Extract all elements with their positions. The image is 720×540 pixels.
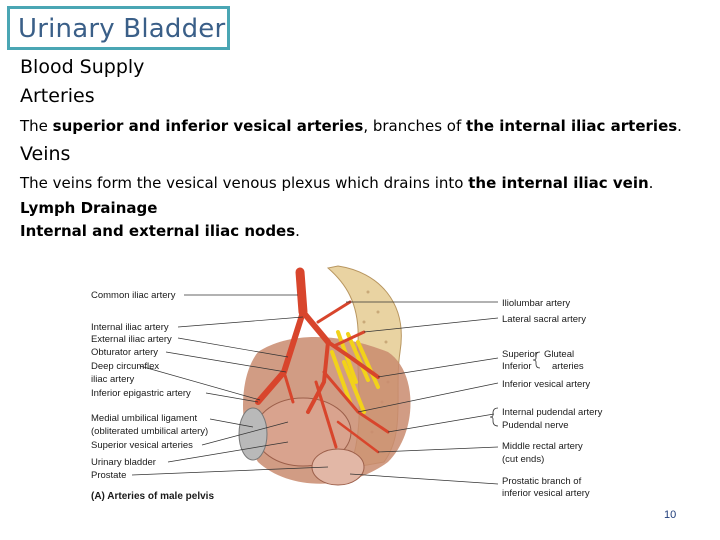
label-middle-rectal-artery: Middle rectal artery	[502, 441, 583, 452]
lymph-text-post: .	[295, 222, 300, 240]
label-inferior-vesical-artery: Inferior vesical artery	[502, 379, 590, 390]
label-gluteal: Gluteal	[544, 349, 574, 360]
label-prostate: Prostate	[91, 470, 126, 481]
arteries-text-mid: , branches of	[363, 117, 467, 135]
left-leader-lines	[131, 294, 329, 476]
arteries-paragraph: The superior and inferior vesical arteri…	[20, 117, 682, 135]
gluteal-bracket	[532, 351, 541, 369]
label-superior: Superior	[502, 349, 538, 360]
veins-heading: Veins	[20, 143, 71, 165]
lymph-heading: Lymph Drainage	[20, 199, 158, 217]
veins-paragraph: The veins form the vesical venous plexus…	[20, 174, 653, 192]
label-obturator-artery: Obturator artery	[91, 347, 158, 358]
arteries-text-post: .	[677, 117, 682, 135]
label-inferior-epigastric-artery: Inferior epigastric artery	[91, 388, 191, 399]
veins-text-post: .	[648, 174, 654, 192]
label-external-iliac-artery: External iliac artery	[91, 334, 172, 345]
label-prostatic-branch-2: inferior vesical artery	[502, 488, 590, 499]
arteries-text-bold1: superior and inferior vesical arteries	[52, 117, 364, 135]
label-pudendal-nerve: Pudendal nerve	[502, 420, 569, 431]
blood-supply-heading: Blood Supply	[20, 56, 145, 78]
label-obliterated-umbilical-artery: (obliterated umbilical artery)	[91, 426, 208, 437]
arteries-heading: Arteries	[20, 85, 95, 107]
label-gluteal-arteries: arteries	[552, 361, 584, 372]
label-inferior: Inferior	[502, 361, 532, 372]
right-leader-lines	[346, 301, 499, 485]
label-internal-pudendal-artery: Internal pudendal artery	[502, 407, 603, 418]
pelvis-illustration: Common iliac artery Internal iliac arter…	[91, 265, 603, 502]
label-internal-iliac-artery: Internal iliac artery	[91, 322, 169, 333]
label-superior-vesical-arteries: Superior vesical arteries	[91, 440, 193, 451]
lymph-text-bold: Internal and external iliac nodes	[20, 222, 296, 240]
veins-text-bold: the internal iliac vein	[468, 174, 649, 192]
label-medial-umbilical-ligament: Medial umbilical ligament	[91, 413, 197, 424]
label-iliolumbar-artery: Iliolumbar artery	[502, 298, 570, 309]
label-lateral-sacral-artery: Lateral sacral artery	[502, 314, 586, 325]
label-prostatic-branch: Prostatic branch of	[502, 476, 582, 487]
pelvis-artery-figure: Common iliac artery Internal iliac arter…	[88, 262, 614, 516]
label-cut-ends: (cut ends)	[502, 454, 544, 465]
arteries-text-bold2: the internal iliac arteries	[466, 117, 678, 135]
figure-caption: (A) Arteries of male pelvis	[91, 491, 214, 502]
label-deep-circumflex: Deep circumflex	[91, 361, 159, 372]
label-urinary-bladder: Urinary bladder	[91, 457, 156, 468]
slide-title: Urinary Bladder	[18, 14, 226, 44]
lymph-paragraph: Internal and external iliac nodes.	[20, 222, 300, 240]
arteries-text-pre: The	[20, 117, 53, 135]
label-common-iliac-artery: Common iliac artery	[91, 290, 176, 301]
veins-text-pre: The veins form the vesical venous plexus…	[20, 174, 469, 192]
pudendal-bracket	[489, 407, 499, 427]
prostate-shape	[311, 448, 365, 486]
label-iliac-artery: iliac artery	[91, 374, 135, 385]
page-number: 10	[664, 509, 677, 521]
title-box: Urinary Bladder	[7, 6, 230, 50]
